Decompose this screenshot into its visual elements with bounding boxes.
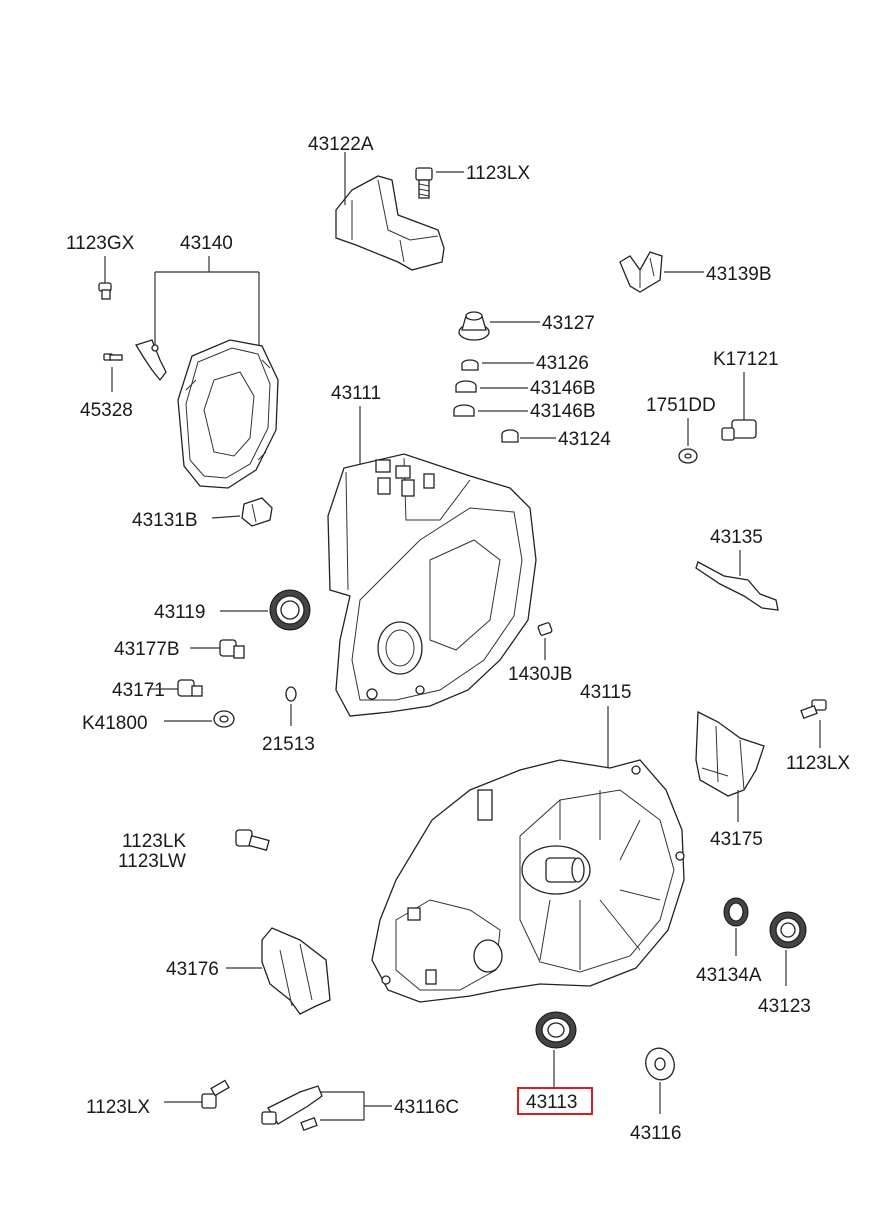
transmission-case-43111 [327, 453, 537, 717]
boot-43127 [458, 311, 490, 341]
label-43171[interactable]: 43171 [112, 680, 165, 701]
label-43116[interactable]: 43116 [630, 1123, 681, 1144]
label-43131b[interactable]: 43131B [132, 510, 198, 531]
label-43122a[interactable]: 43122A [308, 134, 374, 155]
bracket-43139b [619, 251, 663, 293]
label-1123lx-top[interactable]: 1123LX [466, 163, 530, 184]
label-1123lk[interactable]: 1123LK [122, 831, 186, 852]
washer-1751dd [678, 448, 698, 464]
label-43113[interactable]: 43113 [526, 1092, 577, 1113]
label-k41800[interactable]: K41800 [82, 713, 148, 734]
label-1751dd[interactable]: 1751DD [646, 395, 716, 416]
seal-43134a [723, 897, 749, 927]
bolt-1123lx-right [800, 699, 827, 719]
label-43134a[interactable]: 43134A [696, 965, 762, 986]
label-1123gx[interactable]: 1123GX [66, 233, 135, 254]
spring-43135 [695, 561, 779, 611]
label-1123lw[interactable]: 1123LW [118, 851, 186, 872]
bracket-43122a [335, 152, 445, 271]
label-43119[interactable]: 43119 [154, 602, 205, 623]
label-43124[interactable]: 43124 [558, 429, 611, 450]
plug-k17121 [721, 419, 757, 441]
label-1123lx-bottom[interactable]: 1123LX [86, 1097, 150, 1118]
seal-43113 [535, 1011, 577, 1049]
label-45328[interactable]: 45328 [80, 400, 133, 421]
bolt-1123lx-bottom [201, 1079, 230, 1109]
label-43177b[interactable]: 43177B [114, 639, 180, 660]
plate-43116 [645, 1047, 675, 1081]
highlight-box [517, 1087, 593, 1115]
label-43116c[interactable]: 43116C [394, 1097, 459, 1118]
cap-43131b [241, 497, 273, 527]
seal-43119 [269, 589, 311, 631]
label-43126[interactable]: 43126 [536, 353, 589, 374]
cap-43124 [501, 429, 519, 443]
bolt-45328 [103, 353, 123, 361]
label-1430jb[interactable]: 1430JB [508, 664, 572, 685]
seal-43123 [769, 911, 807, 949]
washer-k41800 [213, 710, 235, 728]
bolt-43177b [219, 639, 245, 659]
cover-43140 [177, 339, 279, 489]
clutch-housing-43115 [371, 759, 685, 1003]
label-43139b[interactable]: 43139B [706, 264, 772, 285]
bracket-43176 [261, 927, 331, 1015]
label-k17121[interactable]: K17121 [713, 349, 779, 370]
cap-43146b-1 [455, 380, 477, 393]
label-1123lx-right[interactable]: 1123LX [786, 753, 850, 774]
bolt-1123gx [98, 282, 112, 300]
bolt-1123lk [235, 829, 270, 851]
pin-1430jb [537, 622, 553, 636]
label-43146b-1[interactable]: 43146B [530, 378, 596, 399]
cap-43126 [461, 359, 479, 371]
bracket-43175 [695, 710, 765, 797]
bolt-1123lx-top [415, 167, 464, 199]
label-43123[interactable]: 43123 [758, 996, 811, 1017]
label-43111[interactable]: 43111 [331, 383, 381, 404]
label-43115[interactable]: 43115 [580, 682, 631, 703]
label-43146b-2[interactable]: 43146B [530, 401, 596, 422]
bracket-small-45328 [135, 339, 167, 382]
label-43127[interactable]: 43127 [542, 313, 595, 334]
label-43140[interactable]: 43140 [180, 233, 233, 254]
cap-43146b-2 [453, 404, 475, 417]
oring-21513 [285, 686, 297, 702]
sensor-43116c [261, 1085, 323, 1131]
label-43175[interactable]: 43175 [710, 829, 763, 850]
label-43176[interactable]: 43176 [166, 959, 219, 980]
plug-43171 [177, 679, 203, 697]
label-43135[interactable]: 43135 [710, 527, 763, 548]
label-21513[interactable]: 21513 [262, 734, 315, 755]
